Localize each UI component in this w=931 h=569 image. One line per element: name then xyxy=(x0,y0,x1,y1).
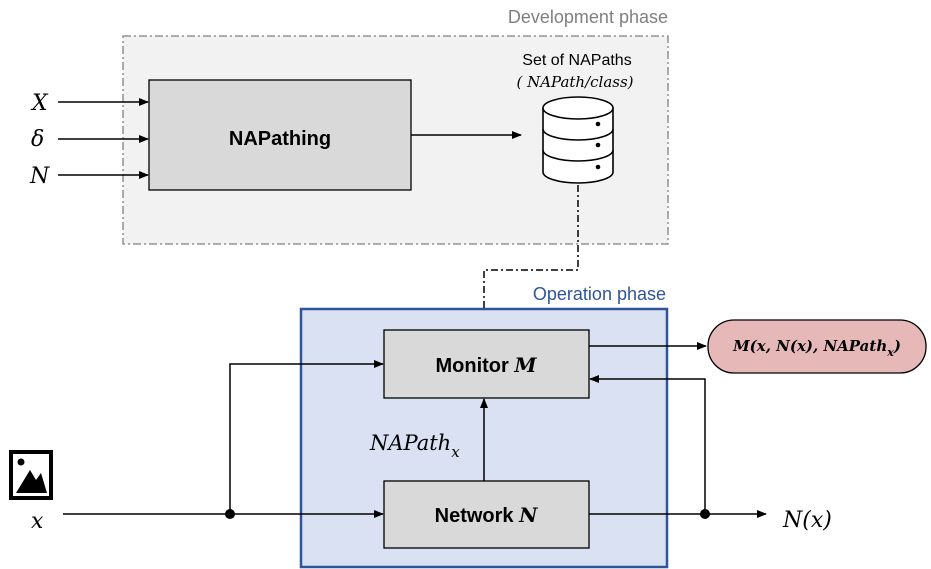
input-to-monitor-arrow xyxy=(229,360,384,514)
output-feedback-arrow xyxy=(589,375,706,514)
napath-x-label: NAPathx xyxy=(369,431,460,461)
operation-phase-title: Operation phase xyxy=(533,284,666,304)
store-to-monitor-connector xyxy=(480,185,579,329)
image-icon xyxy=(9,450,53,500)
monitor-output-label: M(x, N(x), NAPathx) xyxy=(732,337,901,359)
store-title: Set of NAPaths xyxy=(522,52,631,69)
development-phase-title: Development phase xyxy=(508,7,668,27)
network-output-label: N(x) xyxy=(782,508,832,533)
input-n-label: N xyxy=(29,164,50,189)
monitor-label: Monitor M xyxy=(435,353,537,377)
monitor-box xyxy=(383,329,590,399)
monitor-output-box xyxy=(707,319,927,374)
napathing-label: NAPathing xyxy=(229,128,331,150)
input-image-x-label: x xyxy=(31,509,44,534)
input-delta-label: δ xyxy=(31,127,44,152)
store-subtitle: ( NAPath/class) xyxy=(516,73,633,91)
database-icon xyxy=(542,96,614,184)
network-label: Network N xyxy=(435,503,538,527)
input-x-label: X xyxy=(30,91,49,116)
